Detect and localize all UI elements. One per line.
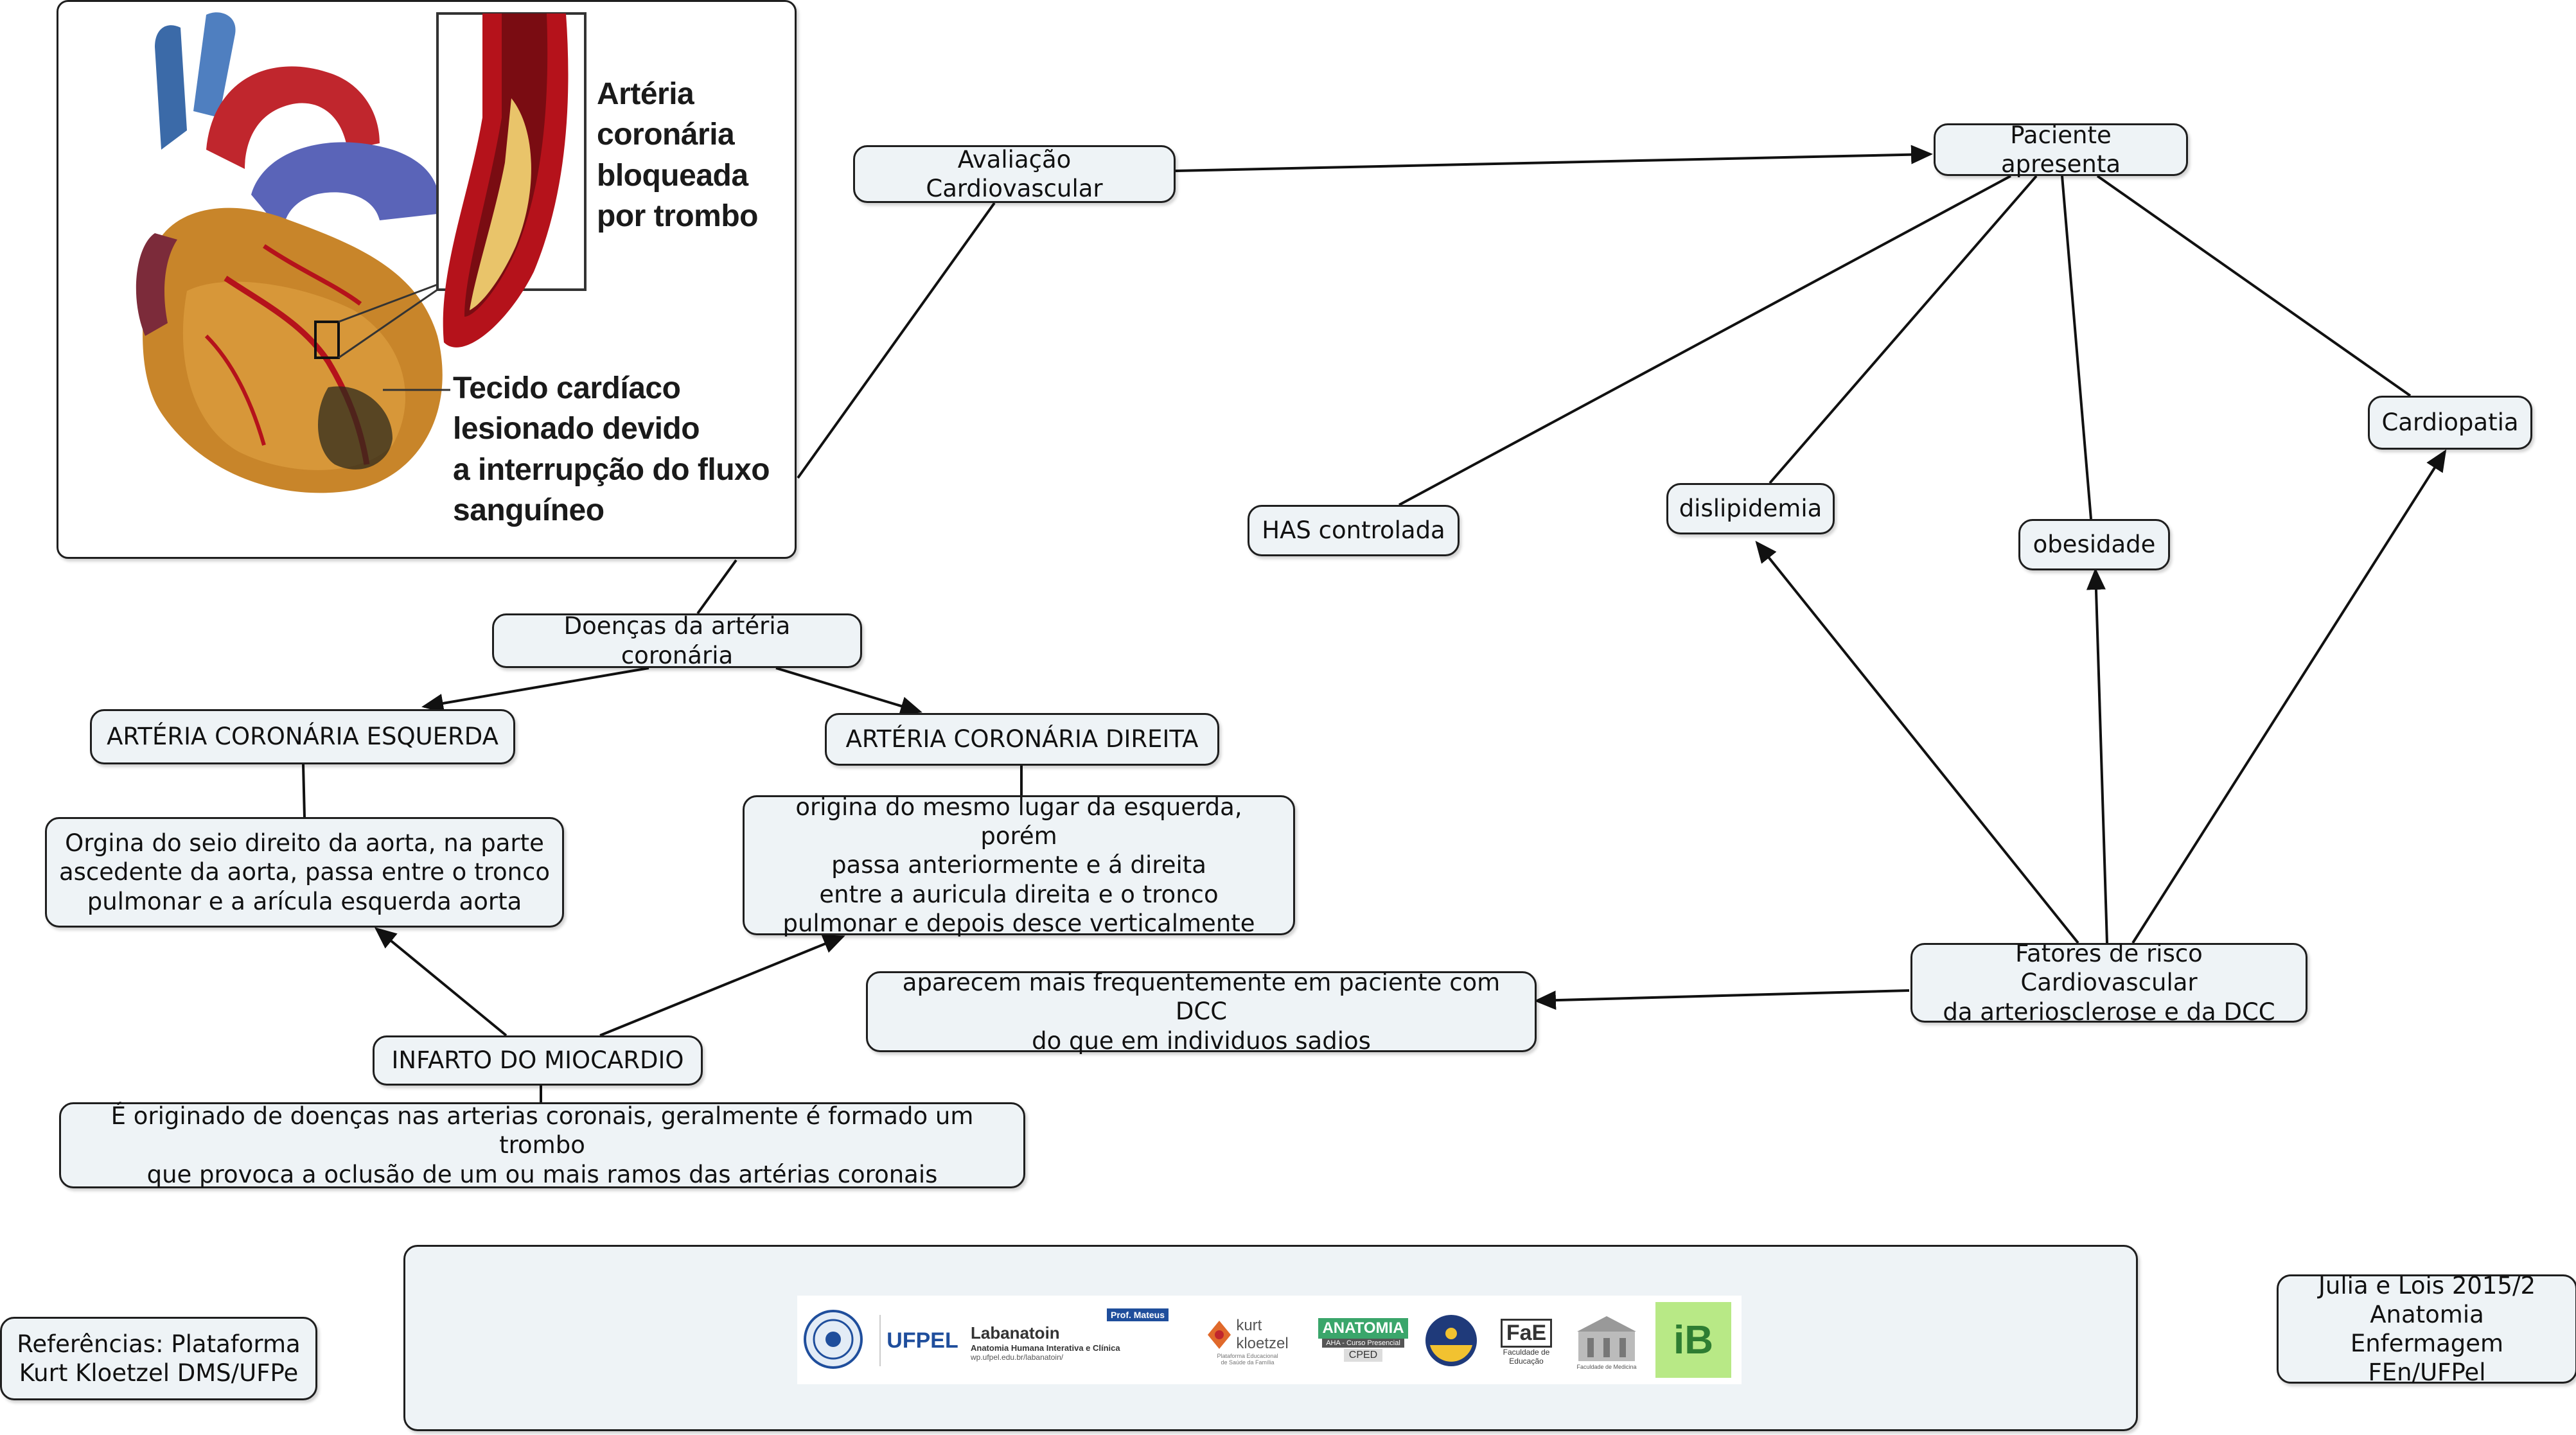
connector-infarto-esquerda [374,927,507,1037]
node-direita-descricao[interactable]: origina do mesmo lugar da esquerda, poré… [743,793,1295,937]
node-label: Referências: Plataforma Kurt Kloetzel DM… [17,1330,301,1387]
connector-avaliacao-paciente [1175,145,1933,172]
connector-paciente-dislipidemia [1769,175,2038,484]
labanatoin-subtitle: Anatomia Humana Interativa e Clínica [971,1343,1120,1353]
node-label: Orgina do seio direito da aorta, na part… [58,829,551,915]
aorta-shape [206,66,380,169]
heart-figure: Artéria coronária bloqueada por trombo T… [57,0,797,559]
ib-text: iB [1673,1317,1713,1362]
node-label: HAS controlada [1262,516,1445,545]
labanatoin-url: wp.ufpel.edu.br/labanatoin/ [971,1353,1064,1362]
connector-infarto-direita [599,935,845,1037]
famed-logo: Faculdade de Medicina [1568,1306,1645,1377]
node-aparecem-frequentemente[interactable]: aparecem mais frequentemente em paciente… [866,969,1537,1055]
zoom-leader-bottom [338,288,438,359]
ib-logo: iB [1655,1302,1731,1378]
anatomia-text: ANATOMIA [1318,1318,1408,1339]
node-has-controlada[interactable]: HAS controlada [1248,505,1460,556]
emblem-icon [1425,1315,1477,1366]
zoom-leader-top [338,283,438,323]
connector-doencas-esquerda [421,667,649,713]
node-avaliacao-cardiovascular[interactable]: Avaliação Cardiovascular [853,145,1176,203]
pulmonary-artery-shape [251,142,439,233]
prof-mateus-text: Prof. Mateus [1106,1308,1169,1321]
node-cardiopatia[interactable]: Cardiopatia [2368,396,2532,450]
node-label: Avaliação Cardiovascular [926,145,1103,202]
labanatoin-logo: Labanatoin Anatomia Humana Interativa e … [971,1307,1183,1378]
node-label: ARTÉRIA CORONÁRIA DIREITA [845,725,1199,753]
vein-shape [155,25,187,150]
seal-logo [801,1307,865,1371]
kurt-text: kurt [1236,1317,1262,1334]
faculty-building-icon [1577,1316,1636,1361]
connector-fatores-obesidade [2086,568,2108,944]
famed-subtitle: Faculdade de Medicina [1576,1364,1637,1370]
connector-doencas-direita [775,667,922,716]
left-atrium-shape [136,233,177,336]
ufpel-text: UFPEL [887,1328,958,1353]
connector-figure-doencas [696,559,737,615]
node-obesidade[interactable]: obesidade [2018,519,2170,570]
node-infarto-descricao[interactable]: É originado de doenças nas arterias coro… [59,1102,1025,1188]
node-label: Julia e Lois 2015/2 Anatomia Enfermagem … [2318,1271,2536,1387]
node-label: Cardiopatia [2381,409,2519,437]
node-label: Paciente apresenta [2001,121,2121,178]
node-esquerda-descricao[interactable]: Orgina do seio direito da aorta, na part… [45,817,564,928]
node-paciente-apresenta[interactable]: Paciente apresenta [1934,121,2188,178]
node-doencas-arteria-coronaria[interactable]: Doenças da artéria coronária [492,612,862,669]
node-arteria-coronaria-direita[interactable]: ARTÉRIA CORONÁRIA DIREITA [825,713,1219,766]
node-label: dislipidemia [1679,495,1822,523]
fae-subtitle: Faculdade de Educação [1503,1347,1550,1366]
coronary-artery-line-3 [204,334,266,446]
kurt-subtitle: Plataforma Educacional de Saúde da Famíl… [1217,1353,1278,1366]
prof-mateus-logo: Prof. Mateus [1099,1302,1176,1328]
damaged-tissue-callout: Tecido cardíaco lesionado devido a inter… [453,371,770,528]
node-label: Doenças da artéria coronária [563,612,791,669]
node-arteria-coronaria-esquerda[interactable]: ARTÉRIA CORONÁRIA ESQUERDA [90,709,515,764]
logo-strip: UFPEL Labanatoin Anatomia Humana Interat… [797,1296,1742,1384]
node-dislipidemia[interactable]: dislipidemia [1666,483,1835,534]
university-seal-icon [804,1310,863,1369]
cped-text: CPED [1343,1349,1383,1362]
node-label: origina do mesmo lugar da esquerda, poré… [782,793,1255,937]
connector-avaliacao-figure [797,202,996,479]
node-referencias[interactable]: Referências: Plataforma Kurt Kloetzel DM… [0,1317,317,1400]
node-label: INFARTO DO MIOCARDIO [391,1046,684,1075]
labanatoin-title: Labanatoin [971,1323,1060,1343]
infarct-area [317,386,393,470]
node-autores[interactable]: Julia e Lois 2015/2 Anatomia Enfermagem … [2277,1271,2576,1387]
emblem-logo [1420,1310,1482,1371]
anatomia-logo: ANATOMIA AHA - Curso Presencial CPED [1315,1306,1411,1374]
connector-paciente-has [1398,175,2011,506]
node-label: obesidade [2033,531,2156,559]
zoom-marker [314,321,340,359]
node-fatores-de-risco[interactable]: Fatores de risco Cardiovascular da arter… [1910,940,2307,1026]
connector-paciente-obesidade [2061,175,2092,520]
ufpel-logo: UFPEL [879,1315,964,1366]
kloetzel-text: kloetzel [1236,1335,1289,1352]
node-label: Fatores de risco Cardiovascular da arter… [1943,940,2275,1026]
node-infarto-do-miocardio[interactable]: INFARTO DO MIOCARDIO [373,1035,703,1086]
vein-shape-2 [193,12,236,118]
logos-panel: UFPEL Labanatoin Anatomia Humana Interat… [403,1245,2138,1431]
connector-esquerda-desc [302,764,306,818]
kurt-kloetzel-icon [1208,1321,1231,1349]
connector-fatores-aparecem [1534,989,1910,1010]
coronary-artery-line-2 [263,244,362,306]
node-label: aparecem mais frequentemente em paciente… [902,969,1501,1055]
connector-fatores-cardiopatia [2131,449,2447,944]
fae-text: FaE [1500,1318,1553,1348]
node-label: É originado de doenças nas arterias coro… [110,1102,974,1188]
node-label: ARTÉRIA CORONÁRIA ESQUERDA [107,723,498,751]
heart-illustration [136,12,587,493]
thrombus-plaque [470,98,531,310]
kurt-kloetzel-logo: kurt kloetzel Plataforma Educacional de … [1187,1306,1309,1377]
connector-fatores-dislipidemia [1755,540,2079,944]
connector-paciente-cardiopatia [2096,175,2412,397]
anatomia-subtitle: AHA - Curso Presencial [1322,1339,1404,1348]
fae-logo: FaE Faculdade de Educação [1491,1310,1562,1374]
blocked-artery-callout: Artéria coronária bloqueada por trombo [597,77,758,234]
